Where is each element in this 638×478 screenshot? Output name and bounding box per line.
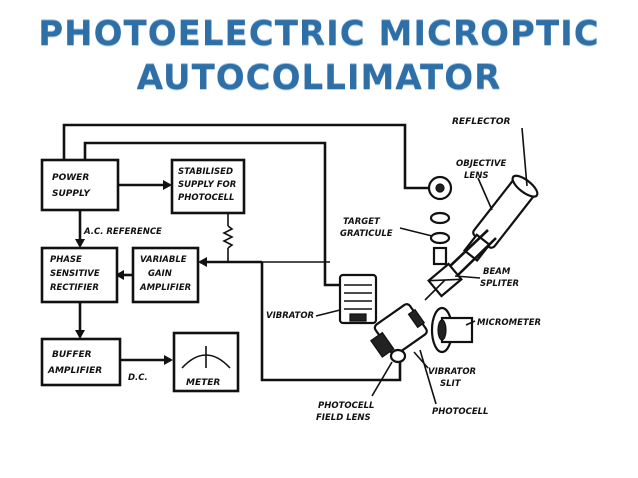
wire-power-to-vibrator — [83, 141, 340, 287]
resistor — [222, 225, 234, 249]
target-label-1: TARGET — [343, 217, 381, 227]
objective-label-2: LENS — [464, 171, 488, 181]
arrow-head — [115, 270, 124, 280]
vibrator-slit-label-1: VIBRATOR — [428, 367, 476, 377]
stabilised-line-1: STABILISED — [178, 167, 233, 177]
phase-line-1: PHASE — [50, 255, 82, 265]
meter-label: METER — [186, 378, 220, 388]
stabilised-line-2: SUPPLY FOR — [178, 180, 236, 190]
objective-tube — [462, 174, 539, 263]
wires — [62, 123, 430, 382]
variable-gain-box: VARIABLE GAIN AMPLIFIER — [131, 246, 200, 304]
vibrator — [338, 273, 378, 325]
power-supply-box: POWER SUPPLY — [40, 158, 120, 212]
beam-label-2: SPLITER — [480, 279, 519, 289]
objective-label-1: OBJECTIVE — [456, 159, 506, 169]
graticule — [429, 231, 451, 245]
vibrator-slit-block — [370, 303, 428, 358]
meter-box: METER — [172, 331, 240, 393]
leader-lines — [315, 127, 528, 405]
wire-resistor-right — [227, 248, 330, 263]
ac-reference-label: A.C. REFERENCE — [83, 227, 162, 237]
target-label-2: GRATICULE — [340, 229, 393, 239]
splitter-link — [424, 279, 446, 301]
gain-line-1: VARIABLE — [140, 255, 187, 265]
condenser-lens — [429, 211, 451, 225]
photocell-field-lens-label-1: PHOTOCELL — [318, 401, 374, 411]
micrometer — [430, 306, 474, 354]
wire-power-to-lamp — [62, 123, 430, 190]
photocell-field-lens-shape — [389, 348, 407, 364]
photocell-field-lens-label-2: FIELD LENS — [316, 413, 371, 423]
stabilised-line-3: PHOTOCELL — [178, 193, 234, 203]
photocell-label: PHOTOCELL — [432, 407, 488, 417]
vibrator-slit-label-2: SLIT — [440, 379, 462, 389]
arrow-head — [75, 330, 85, 339]
graticule-holder — [432, 246, 448, 266]
gain-line-2: GAIN — [148, 269, 172, 279]
title-line-2: AUTOCOLLIMATOR — [136, 58, 502, 98]
micrometer-label: MICROMETER — [477, 318, 541, 328]
wire-photocell-return — [260, 262, 402, 382]
component-labels: REFLECTOR OBJECTIVE LENS TARGET GRATICUL… — [266, 117, 541, 423]
beam-label-1: BEAM — [483, 267, 511, 277]
buffer-amplifier-box: BUFFER AMPLIFIER — [40, 337, 122, 387]
title-line-1: PHOTOELECTRIC MICROPTIC — [38, 14, 600, 54]
phase-rectifier-box: PHASE SENSITIVE RECTIFIER — [40, 246, 119, 304]
arrow-head — [163, 180, 172, 190]
buffer-line-2: AMPLIFIER — [47, 366, 102, 376]
lamp-filament — [435, 183, 445, 193]
power-supply-line-2: SUPPLY — [52, 189, 91, 199]
stabilised-supply-box: STABILISED SUPPLY FOR PHOTOCELL — [170, 158, 246, 215]
beam-tube — [447, 229, 489, 269]
optical-assembly — [338, 174, 539, 364]
phase-line-2: SENSITIVE — [50, 269, 100, 279]
dc-label: D.C. — [128, 373, 148, 383]
arrow-head — [164, 355, 173, 365]
buffer-line-1: BUFFER — [52, 350, 92, 360]
vibrator-label: VIBRATOR — [266, 311, 314, 321]
power-supply-line-1: POWER — [52, 173, 89, 183]
reflector-label: REFLECTOR — [452, 117, 511, 127]
beam-tube-2 — [457, 237, 497, 276]
phase-line-3: RECTIFIER — [50, 283, 99, 293]
arrow-head — [75, 239, 85, 248]
gain-line-3: AMPLIFIER — [139, 283, 191, 293]
